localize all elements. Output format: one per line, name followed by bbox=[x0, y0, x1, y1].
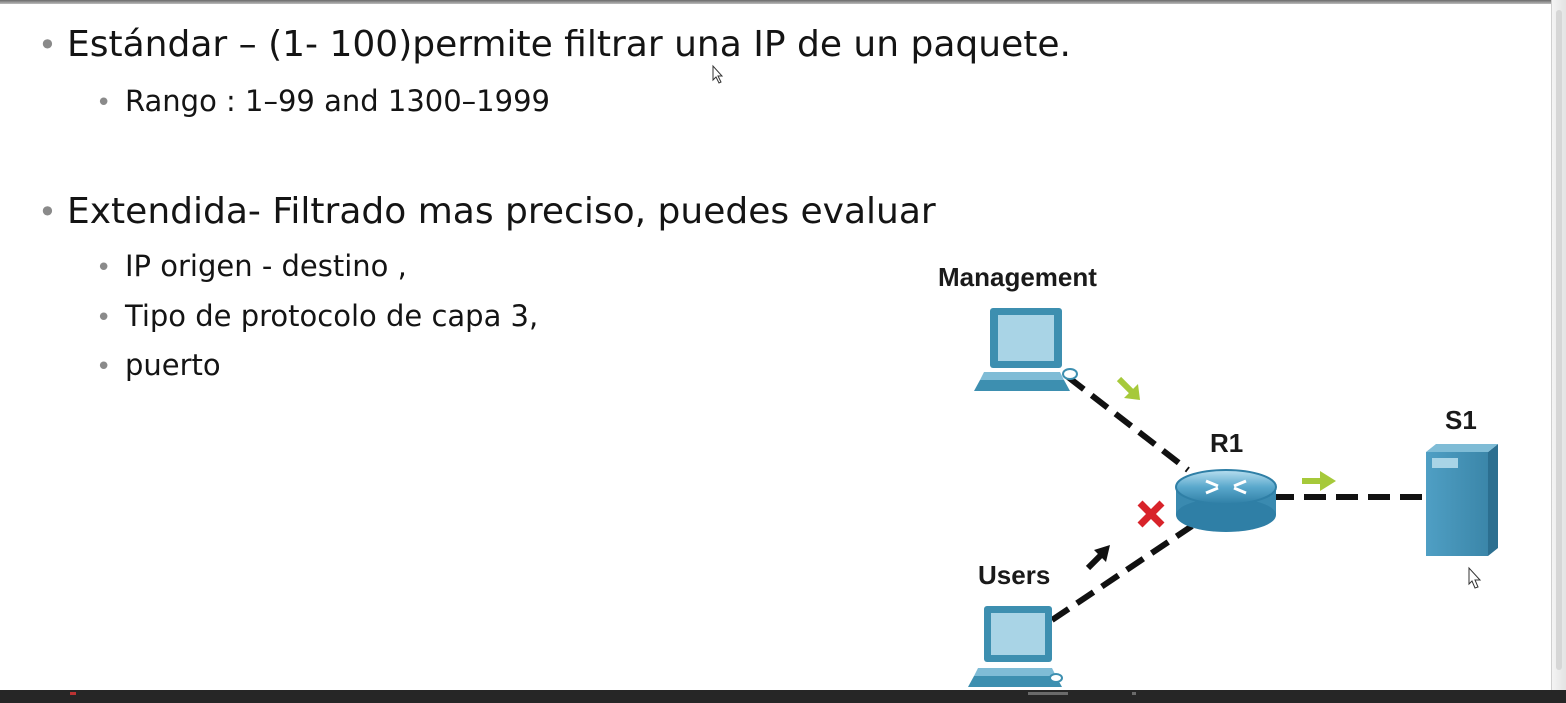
toolbar-mark bbox=[1132, 692, 1136, 695]
users-pc-icon bbox=[968, 606, 1063, 687]
sub-bullet-ip: • IP origen - destino , bbox=[96, 249, 407, 283]
bullet-dot-icon: • bbox=[96, 253, 112, 283]
blocked-arrow-icon bbox=[1085, 545, 1110, 571]
server-label: S1 bbox=[1445, 405, 1477, 435]
mouse-cursor-icon bbox=[712, 64, 724, 84]
link-users-r1 bbox=[1050, 523, 1194, 623]
bullet-text: Extendida- Filtrado mas preciso, puedes … bbox=[67, 191, 936, 232]
router-label: R1 bbox=[1210, 428, 1244, 458]
bullet-dot-icon: • bbox=[38, 193, 57, 231]
bullet-extendida: • Extendida- Filtrado mas preciso, puede… bbox=[38, 191, 936, 232]
window-top-edge bbox=[0, 0, 1566, 4]
mouse-cursor-icon bbox=[1468, 566, 1482, 589]
router-r1-icon bbox=[1175, 469, 1277, 532]
sub-bullet-rango: • Rango : 1–99 and 1300–1999 bbox=[96, 84, 550, 118]
toolbar-mark bbox=[1028, 692, 1068, 695]
deny-x-mark-icon bbox=[1137, 500, 1165, 528]
sub-bullet-protocolo: • Tipo de protocolo de capa 3, bbox=[96, 299, 538, 333]
sub-bullet-text: IP origen - destino , bbox=[125, 249, 407, 283]
allow-arrow-s1-icon bbox=[1302, 471, 1336, 491]
management-pc-icon bbox=[974, 308, 1078, 391]
users-label: Users bbox=[978, 560, 1051, 590]
bullet-dot-icon: • bbox=[38, 26, 57, 64]
scrollbar-thumb[interactable] bbox=[1556, 10, 1562, 670]
bullet-dot-icon: • bbox=[96, 303, 112, 333]
sub-bullet-text: Tipo de protocolo de capa 3, bbox=[125, 299, 539, 333]
sub-bullet-text: puerto bbox=[125, 348, 221, 382]
bullet-estandar: • Estándar – (1- 100)permite filtrar una… bbox=[38, 24, 1071, 65]
bullet-dot-icon: • bbox=[96, 88, 112, 118]
bullet-dot-icon: • bbox=[96, 352, 112, 382]
server-s1-icon bbox=[1426, 444, 1498, 556]
link-management-r1 bbox=[1066, 374, 1190, 473]
management-label: Management bbox=[938, 262, 1097, 292]
bullet-text: Estándar – (1- 100)permite filtrar una I… bbox=[67, 24, 1071, 65]
toolbar-mark bbox=[70, 692, 76, 695]
vertical-scrollbar[interactable] bbox=[1551, 0, 1566, 690]
bottom-toolbar bbox=[0, 690, 1566, 703]
sub-bullet-puerto: • puerto bbox=[96, 348, 221, 382]
sub-bullet-text: Rango : 1–99 and 1300–1999 bbox=[125, 84, 550, 118]
allow-arrow-icon bbox=[1116, 376, 1140, 400]
